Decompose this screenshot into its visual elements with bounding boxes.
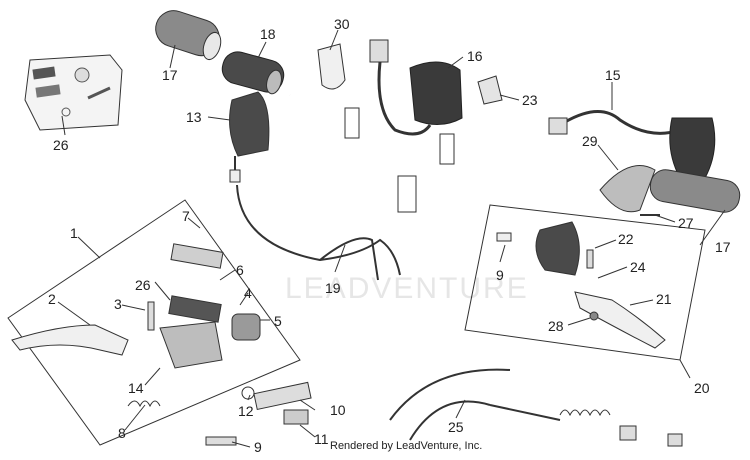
brake-cable [389, 368, 683, 447]
callout-21: 21 [656, 291, 672, 307]
lever-bracket [535, 221, 580, 276]
callout-26-box: 26 [135, 277, 151, 293]
callout-23: 23 [522, 92, 538, 108]
spring-set [127, 400, 161, 408]
handlebar [289, 89, 612, 213]
assembly-frame-left [7, 199, 301, 446]
callout-11: 11 [314, 431, 329, 447]
right-switch-housing [548, 110, 716, 179]
clamp-bracket [317, 43, 346, 90]
callout-20: 20 [694, 380, 710, 396]
callout-26-inset: 26 [53, 137, 69, 153]
callout-30: 30 [334, 16, 350, 32]
callout-15: 15 [605, 67, 621, 83]
callout-8: 8 [118, 425, 126, 441]
master-cylinder [147, 243, 261, 369]
callout-18: 18 [260, 26, 276, 42]
callout-13: 13 [186, 109, 202, 125]
callout-10: 10 [330, 402, 346, 418]
switch-bracket [477, 75, 503, 105]
callout-17-left: 17 [162, 67, 178, 83]
callout-17-right: 17 [715, 239, 731, 255]
brake-lever-left [11, 324, 129, 356]
callout-4: 4 [244, 285, 252, 301]
callout-22: 22 [618, 231, 634, 247]
master-cylinder-cap [229, 91, 270, 157]
watermark: LEADVENTURE [285, 272, 529, 305]
switch-cover-plate [599, 165, 656, 213]
right-grip [649, 169, 741, 213]
callout-1: 1 [70, 225, 78, 241]
callout-numbers: 17 18 30 16 23 15 26 13 29 17 27 1 2 3 7… [48, 16, 731, 455]
throttle-grip [221, 51, 285, 95]
callout-19: 19 [325, 280, 341, 296]
switch-plug [205, 436, 237, 446]
callout-7: 7 [182, 208, 190, 224]
callout-6: 6 [236, 262, 244, 278]
callout-25: 25 [448, 419, 464, 435]
left-switch-housing [369, 39, 463, 136]
callout-5: 5 [274, 313, 282, 329]
callout-3: 3 [114, 296, 122, 312]
callout-28: 28 [548, 318, 564, 334]
callout-9-bottom: 9 [254, 439, 262, 455]
brake-lever-right [574, 291, 666, 349]
leader-lines [57, 29, 726, 448]
callout-24: 24 [630, 259, 646, 275]
inset-reservoir-detail [24, 54, 123, 131]
callout-2: 2 [48, 291, 56, 307]
callout-29: 29 [582, 133, 598, 149]
callout-14: 14 [128, 380, 144, 396]
callout-9-right: 9 [496, 267, 504, 283]
callout-16: 16 [467, 48, 483, 64]
callout-27: 27 [678, 215, 694, 231]
left-grip [155, 10, 222, 61]
render-credit: Rendered by LeadVenture, Inc. [330, 440, 483, 452]
banjo-bolt [283, 409, 309, 425]
callout-12: 12 [238, 403, 254, 419]
